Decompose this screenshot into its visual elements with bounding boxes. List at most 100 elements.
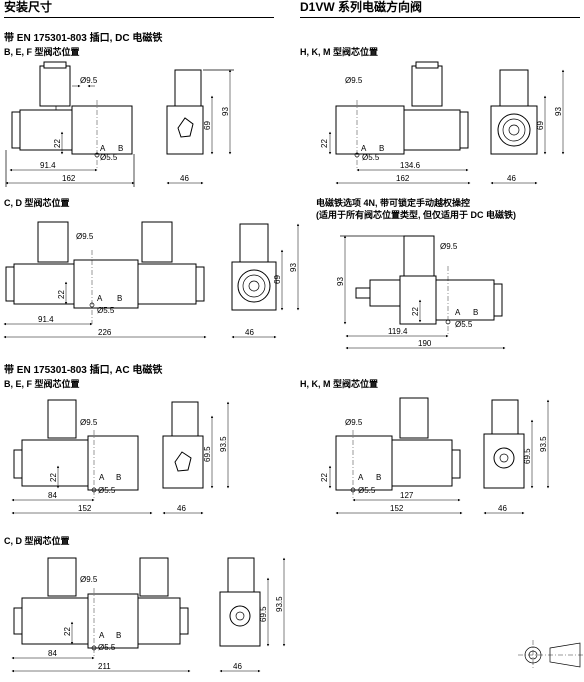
dc-cd-h93: 93 [289, 263, 298, 272]
ac-cd-h695: 69.5 [259, 606, 268, 622]
dc-hkm-port-a: A [361, 144, 367, 153]
page-header-right: D1VW 系列电磁方向阀 [300, 0, 423, 14]
ac-bef-end-view [162, 401, 230, 515]
dc-4n-port-a: A [455, 308, 461, 317]
dc-bef-h69: 69 [203, 121, 212, 130]
subtitle-dc-cd: C, D 型阀芯位置 [4, 198, 70, 208]
dc-cd-port-a: A [97, 294, 103, 303]
ac-bef-side-view [11, 399, 153, 515]
dc-hkm-d55: Ø5.5 [362, 153, 380, 162]
dc-cd-end-view [231, 223, 300, 339]
dc-cd-h22: 22 [57, 290, 66, 299]
dc-cd-w46: 46 [245, 328, 254, 337]
dc-bef-d55: Ø5.5 [100, 153, 118, 162]
dc-bef-connector [39, 65, 71, 107]
ac-bef-port-b: B [116, 473, 121, 482]
ac-cd-end-view [219, 557, 286, 673]
dc-bef-h93: 93 [221, 107, 230, 116]
ac-bef-port-a: A [99, 473, 105, 482]
dc-hkm-w46: 46 [507, 174, 516, 183]
dc-bef-w46: 46 [180, 174, 189, 183]
ac-hkm-side-view [328, 397, 463, 515]
ac-bef-h935: 93.5 [219, 436, 228, 452]
ac-bef-w152: 152 [78, 504, 92, 513]
ac-hkm-d55: Ø5.5 [358, 486, 376, 495]
ac-cd-port-a: A [99, 631, 105, 640]
ac-hkm-w46: 46 [498, 504, 507, 513]
ac-hkm-h695: 69.5 [523, 448, 532, 464]
dc-4n-h22: 22 [411, 307, 420, 316]
dc-hkm-d95: Ø9.5 [345, 76, 363, 85]
page-header-left: 安装尺寸 [4, 0, 53, 14]
ac-hkm-h935: 93.5 [539, 436, 548, 452]
dc-hkm-side-view [328, 61, 471, 185]
subtitle-ac-hkm: H, K, M 型阀芯位置 [300, 379, 378, 389]
dc-cd-w226: 226 [98, 328, 112, 337]
dc-hkm-w1346: 134.6 [400, 161, 421, 170]
dc-bef-manual-knob [11, 111, 21, 149]
ac-bef-h22: 22 [49, 473, 58, 482]
section-title-dc: 带 EN 175301-803 插口, DC 电磁铁 [4, 33, 163, 44]
ac-bef-d95: Ø9.5 [80, 418, 98, 427]
subtitle-ac-bef: B, E, F 型阀芯位置 [4, 379, 80, 389]
dc-hkm-h69: 69 [536, 121, 545, 130]
section-title-manual-override: 电磁铁选项 4N, 带可锁定手动越权操控 [316, 198, 471, 208]
header-rule-left [4, 17, 274, 18]
dc-4n-d55: Ø5.5 [455, 320, 473, 329]
ac-bef-d55: Ø5.5 [98, 486, 116, 495]
ac-cd-w46: 46 [233, 662, 242, 671]
dc-bef-solenoid [19, 109, 73, 151]
dc-4n-side-view [340, 235, 506, 350]
ac-hkm-w127: 127 [400, 491, 414, 500]
dc-hkm-port-b: B [379, 144, 384, 153]
ac-hkm-end-view [483, 399, 550, 515]
dc-bef-w162: 162 [62, 174, 76, 183]
dc-bef-h22: 22 [53, 139, 62, 148]
ac-bef-w46: 46 [177, 504, 186, 513]
dc-4n-h93: 93 [336, 277, 345, 286]
ac-hkm-w152: 152 [390, 504, 404, 513]
dc-4n-port-b: B [473, 308, 478, 317]
dc-bef-port-a: A [100, 144, 106, 153]
dc-cd-port-b: B [117, 294, 122, 303]
ac-cd-w211: 211 [98, 662, 111, 671]
dc-bef-valve-body [71, 105, 133, 155]
subtitle-dc-hkm: H, K, M 型阀芯位置 [300, 47, 378, 57]
ac-cd-port-b: B [116, 631, 121, 640]
ac-hkm-d95: Ø9.5 [345, 418, 363, 427]
dc-4n-w190: 190 [418, 339, 432, 348]
section-title-ac: 带 EN 175301-803 插口, AC 电磁铁 [4, 365, 163, 376]
header-rule-right [300, 17, 580, 18]
dc-bef-side-view [5, 61, 135, 187]
dc-hkm-h22: 22 [320, 139, 329, 148]
dc-cd-h69: 69 [273, 275, 282, 284]
dc-hkm-h93: 93 [554, 107, 563, 116]
ac-cd-h935: 93.5 [275, 596, 284, 612]
subtitle-dc-bef: B, E, F 型阀芯位置 [4, 47, 80, 57]
ac-cd-w84: 84 [48, 649, 57, 658]
dc-cd-d95: Ø9.5 [76, 232, 94, 241]
ac-bef-h695: 69.5 [203, 446, 212, 462]
ac-bef-w84: 84 [48, 491, 57, 500]
dc-hkm-end-view [490, 69, 565, 185]
ac-cd-h22: 22 [63, 627, 72, 636]
subtitle-ac-cd: C, D 型阀芯位置 [4, 536, 70, 546]
dc-hkm-w162: 162 [396, 174, 410, 183]
dc-cd-side-view [3, 221, 207, 339]
projection-symbol [518, 640, 584, 670]
ac-cd-d95: Ø9.5 [80, 575, 98, 584]
dc-4n-w1194: 119.4 [388, 327, 408, 336]
dc-bef-w914: 91.4 [40, 161, 56, 170]
dc-4n-d95: Ø9.5 [440, 242, 458, 251]
ac-hkm-h22: 22 [320, 473, 329, 482]
ac-hkm-port-b: B [376, 473, 381, 482]
manual-override-note: (适用于所有阀芯位置类型, 但仅适用于 DC 电磁铁) [316, 210, 516, 220]
dc-cd-d55: Ø5.5 [97, 306, 115, 315]
dc-bef-port-b: B [118, 144, 123, 153]
ac-cd-d55: Ø5.5 [98, 643, 116, 652]
ac-cd-side-view [11, 557, 191, 673]
dc-bef-d95: Ø9.5 [80, 76, 98, 85]
dc-bef-end-view [166, 69, 234, 185]
dc-cd-w914: 91.4 [38, 315, 54, 324]
